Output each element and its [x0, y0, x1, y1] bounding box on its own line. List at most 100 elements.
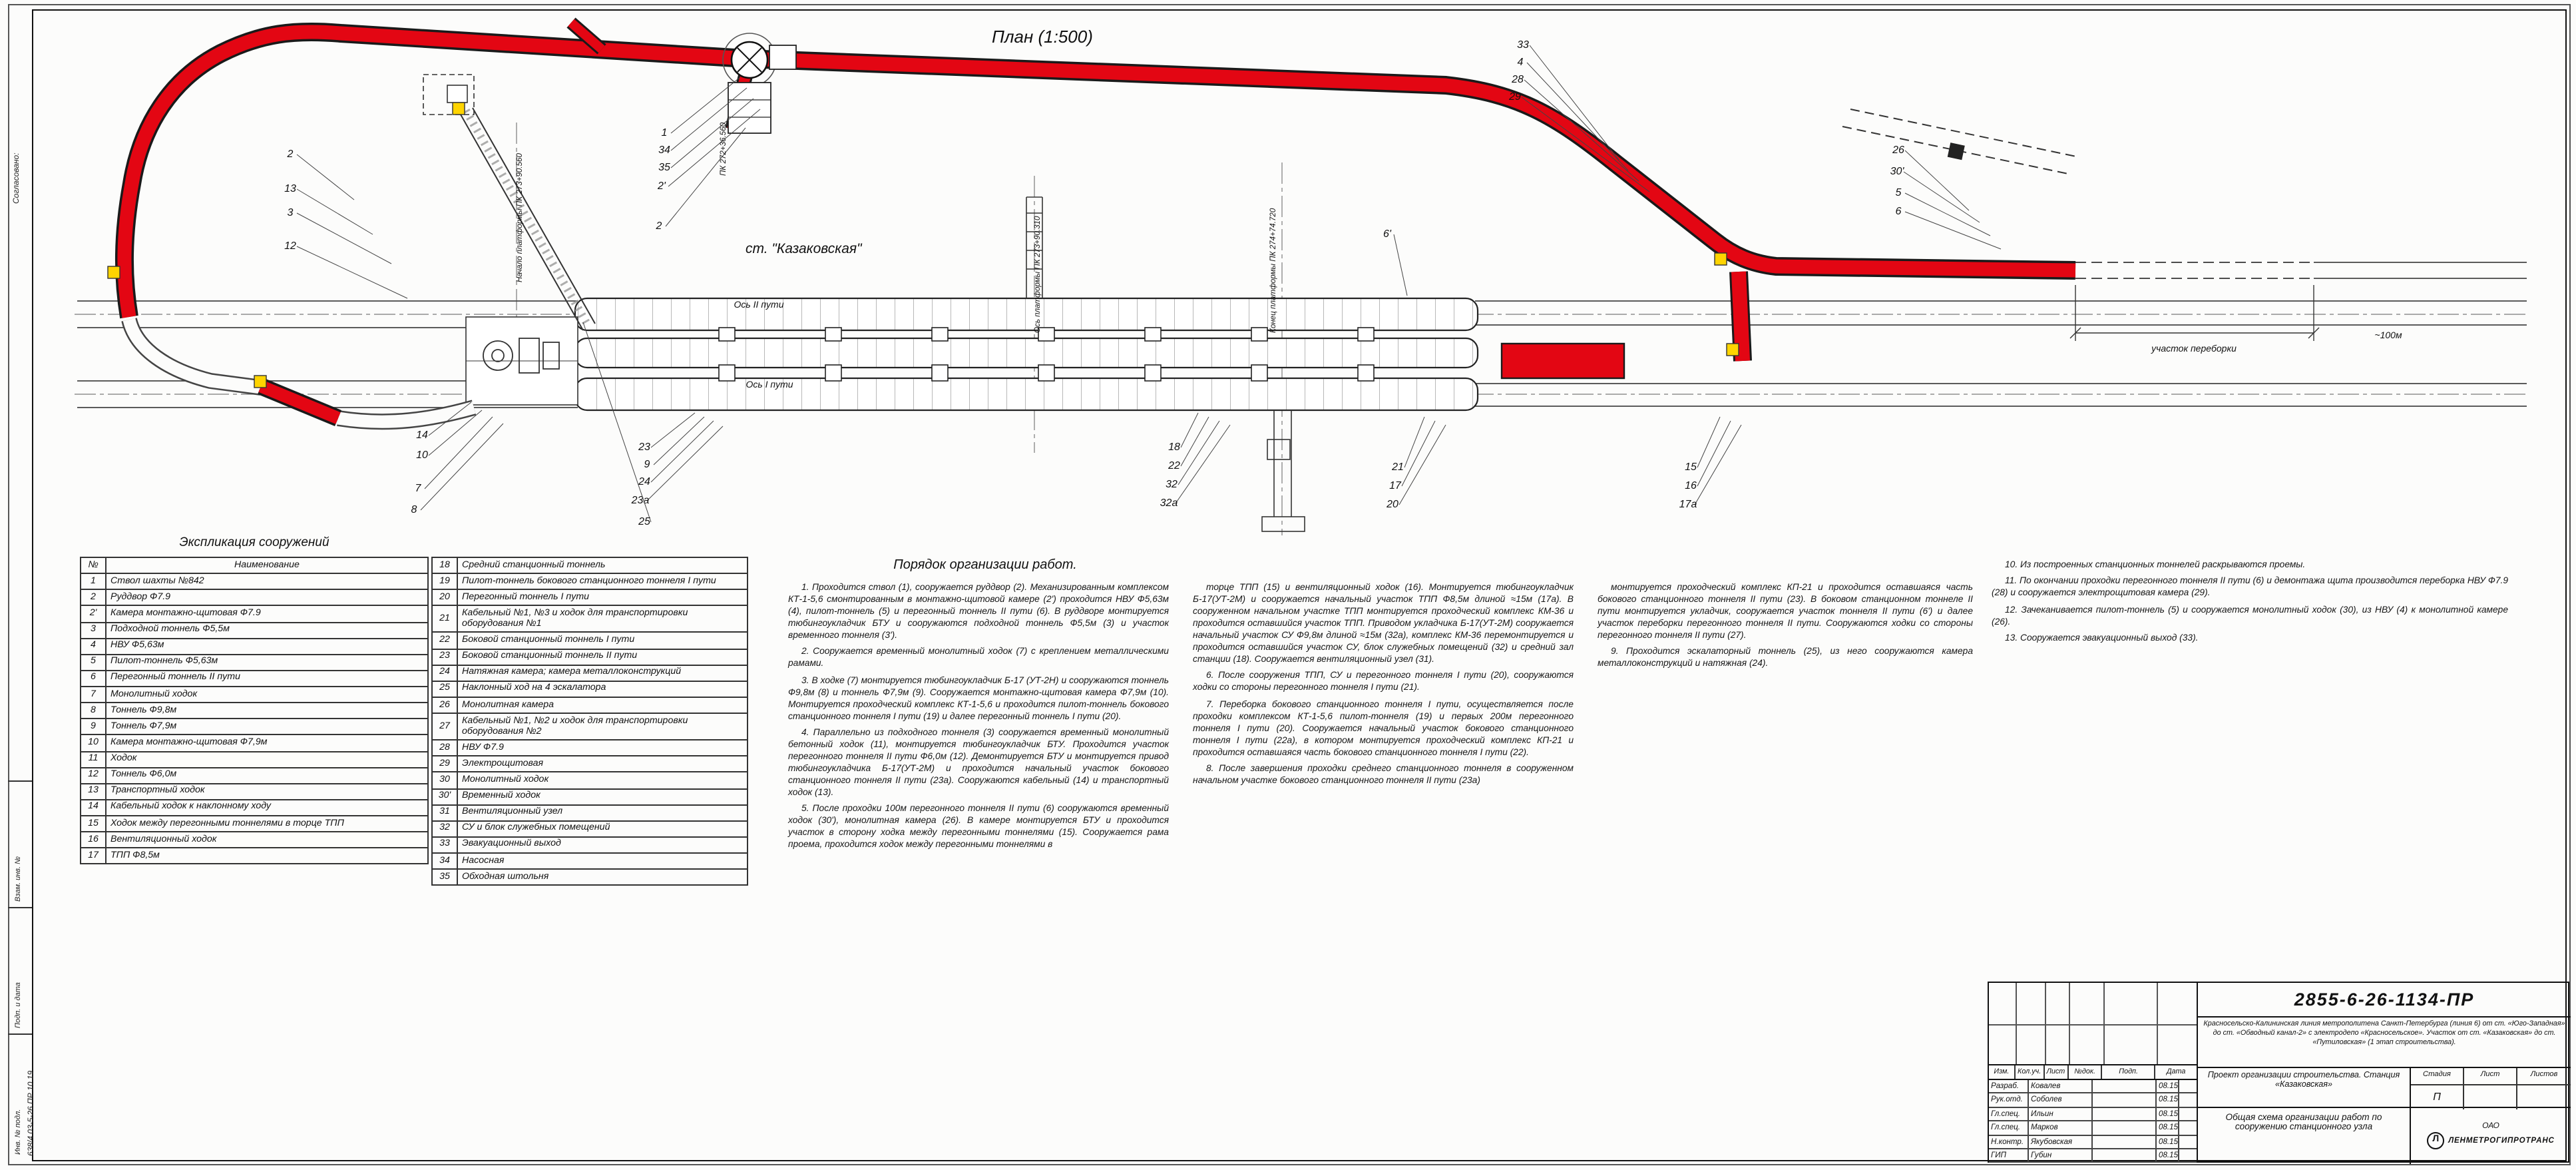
callout-leader — [420, 423, 504, 511]
row-name: Боковой станционный тоннель I пути — [457, 631, 748, 650]
row-name: Электрощитовая — [457, 755, 748, 773]
row-name: Транспортный ходок — [105, 782, 429, 800]
object-name: Проект организации строительства. Станци… — [2198, 1068, 2411, 1108]
sig-name: Ильин — [2029, 1107, 2093, 1121]
stage-value: П — [2411, 1085, 2464, 1109]
callout-leader — [582, 322, 652, 523]
sig-date: 08.15 — [2157, 1135, 2180, 1148]
callout-leader — [296, 154, 355, 200]
callout-label: 2 — [656, 220, 662, 232]
row-num: 12 — [80, 766, 107, 784]
row-name: ТПП Ф8,5м — [105, 847, 429, 865]
row-name: Монолитная камера — [457, 696, 748, 715]
work-order-paragraph: 3. В ходке (7) монтируется тюбингоукладч… — [788, 676, 1169, 722]
work-order-paragraph: 4. Параллельно из подходного тоннеля (3)… — [788, 729, 1169, 798]
row-num: 2' — [80, 605, 107, 623]
axis-2-label: Ось II пути — [734, 299, 784, 310]
row-num: 7 — [80, 685, 107, 704]
row-name: Средний станционный тоннель — [457, 556, 748, 575]
stage-label: Стадия — [2411, 1068, 2464, 1084]
sig-role: Гл.спец. — [1989, 1121, 2029, 1135]
sig-name: Соболев — [2029, 1093, 2093, 1107]
sig-date: 08.15 — [2157, 1093, 2180, 1107]
sig-date: 08.15 — [2157, 1080, 2180, 1093]
yellow-marker — [107, 266, 120, 279]
callout-label: 6 — [1896, 206, 1902, 217]
row-num: 35 — [431, 868, 458, 886]
callout-label: 12 — [284, 240, 296, 252]
callout-label: 5 — [1896, 187, 1902, 198]
work-order-paragraph: 7. Переборка бокового станционного тонне… — [1193, 700, 1574, 758]
callout-leader — [1404, 416, 1425, 468]
callout-label: 3 — [288, 207, 294, 218]
vzam-inv-label: Взам. инв. № — [15, 856, 23, 902]
callout-label: 8 — [411, 504, 417, 515]
signature-row: Рук.отд.Соболев 08.15 — [1989, 1093, 2197, 1108]
row-num: 23 — [431, 648, 458, 666]
col-header-num: № — [80, 556, 107, 575]
callout-label: 22 — [1168, 460, 1180, 471]
row-num: 6 — [80, 669, 107, 688]
callout-leader — [650, 420, 714, 483]
work-order-column-2: торце ТПП (15) и вентиляционный ходок (1… — [1193, 583, 1574, 793]
approved-label: Согласовано: — [13, 152, 21, 204]
row-num: 31 — [431, 804, 458, 822]
row-num: 21 — [431, 605, 458, 633]
work-order-paragraph: торце ТПП (15) и вентиляционный ходок (1… — [1193, 583, 1574, 665]
callout-leader — [665, 127, 746, 227]
row-num: 22 — [431, 631, 458, 650]
work-order-paragraph: 9. Проходится эскалаторный тоннель (25),… — [1598, 647, 1973, 669]
callout-leader — [1904, 211, 2002, 250]
row-num: 28 — [431, 739, 458, 757]
sheet-name: Общая схема организации работ по сооруже… — [2198, 1108, 2411, 1164]
callout-label: 25 — [638, 516, 650, 527]
platform-start-label: Начало платформы ПК 273+90.560 — [515, 153, 524, 282]
rework-dimension — [2069, 285, 2320, 341]
rework-section — [2075, 262, 2314, 279]
work-order-paragraph: 13. Сооружается эвакуационный выход (33)… — [2005, 634, 2199, 644]
table-row: 30'Временный ходок — [431, 787, 748, 806]
sig-sig — [2093, 1107, 2157, 1121]
callout-leader — [1180, 416, 1209, 467]
row-num: 1 — [80, 573, 107, 591]
callout-label: 7 — [415, 483, 422, 494]
row-name: Тоннель Ф6,0м — [105, 766, 429, 784]
shaft-complex — [722, 33, 797, 134]
row-num: 5 — [80, 653, 107, 671]
callout-leader — [1697, 416, 1721, 468]
sig-role: Рук.отд. — [1989, 1093, 2029, 1107]
callout-leader — [1904, 192, 1991, 236]
callout-label: 2' — [657, 180, 666, 192]
row-name: Монолитный ходок — [457, 771, 748, 790]
row-num: 2 — [80, 589, 107, 607]
margin-cell-vzam: Взам. инв. № — [8, 780, 32, 908]
construction-markers — [107, 102, 1739, 388]
row-num: 34 — [431, 852, 458, 870]
row-num: 16 — [80, 831, 107, 849]
company-name: ЛЕНМЕТРОГИПРОТРАНС — [2448, 1137, 2555, 1145]
axis-1-label: Ось I пути — [746, 379, 793, 390]
row-num: 25 — [431, 680, 458, 698]
row-name: Тоннель Ф9,8м — [105, 702, 429, 720]
future-section — [1842, 109, 2080, 175]
row-name: Камера монтажно-щитовая Ф7.9 — [105, 605, 429, 623]
row-name: Временный ходок — [457, 787, 748, 806]
callout-label: 16 — [1685, 480, 1697, 491]
callout-leader — [650, 412, 696, 448]
callout-leader — [296, 212, 392, 264]
row-num: 26 — [431, 696, 458, 715]
